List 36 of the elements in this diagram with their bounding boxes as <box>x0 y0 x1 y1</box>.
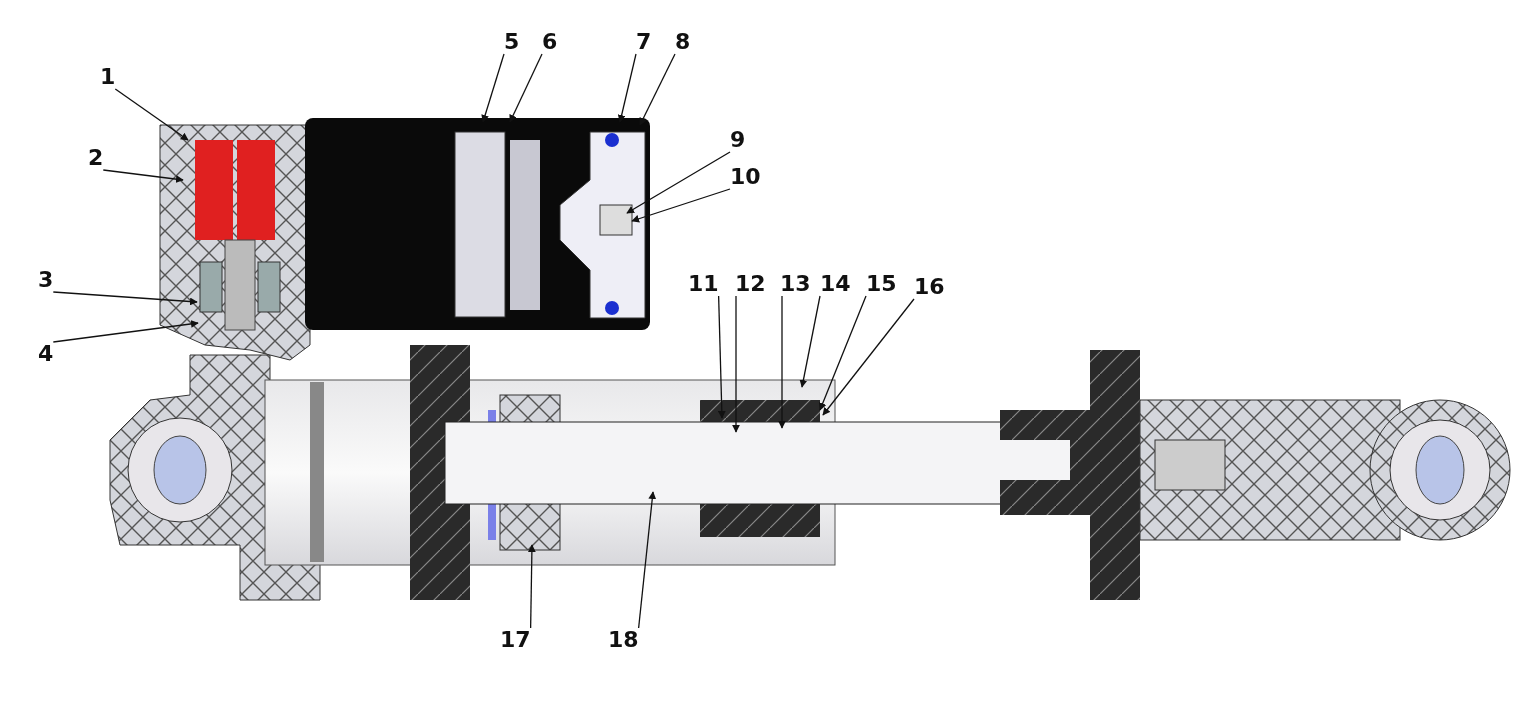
leader-line <box>732 295 740 433</box>
callout-number: 13 <box>780 272 811 296</box>
callout-number: 4 <box>38 342 54 366</box>
leader-line <box>481 53 505 123</box>
callout-number: 11 <box>688 272 719 296</box>
callout-number: 10 <box>730 165 761 189</box>
leader-line <box>102 169 184 183</box>
callout-number: 8 <box>675 30 691 54</box>
leader-line <box>52 291 198 306</box>
leader-line <box>822 298 915 416</box>
callout-number: 3 <box>38 268 54 292</box>
leader-line <box>114 88 189 141</box>
leader-line <box>626 151 731 214</box>
callout-number: 1 <box>100 65 116 89</box>
leader-line <box>799 295 821 388</box>
leader-line <box>819 295 867 411</box>
callout-number: 12 <box>735 272 766 296</box>
leader-line <box>617 53 637 123</box>
callout-number: 15 <box>866 272 897 296</box>
leader-line <box>528 544 536 629</box>
leader-line <box>638 491 657 629</box>
callout-number: 5 <box>504 30 520 54</box>
callout-number: 2 <box>88 146 104 170</box>
callout-number: 16 <box>914 275 945 299</box>
leader-line <box>717 295 726 419</box>
callout-number: 7 <box>636 30 652 54</box>
callout-number: 9 <box>730 128 746 152</box>
callout-number: 14 <box>820 272 851 296</box>
callout-number: 17 <box>500 628 531 652</box>
callout-number: 18 <box>608 628 639 652</box>
leader-line <box>778 295 786 429</box>
leader-line <box>52 320 199 343</box>
leader-line <box>631 188 731 223</box>
leader-line <box>509 53 543 123</box>
callout-number: 6 <box>542 30 558 54</box>
leader-line <box>639 53 676 126</box>
